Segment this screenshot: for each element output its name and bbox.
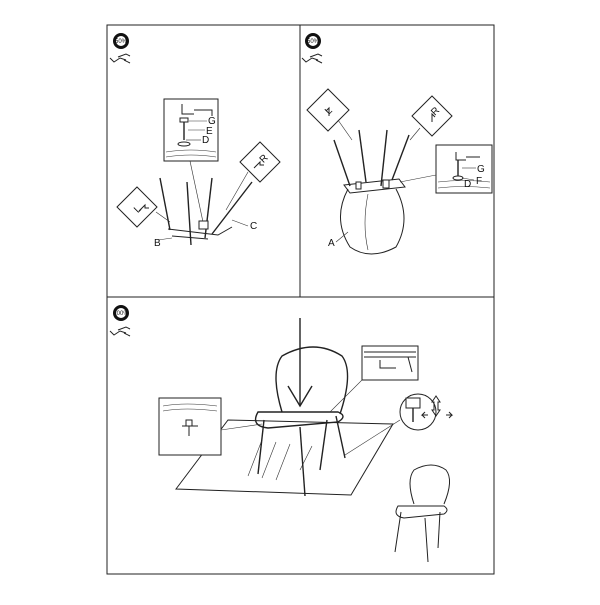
reference-chair bbox=[394, 464, 450, 563]
hand-wrench-icon bbox=[109, 53, 131, 64]
part-label-d: D bbox=[464, 179, 471, 190]
right-leg-tag: R bbox=[411, 95, 453, 137]
hand-wrench-icon bbox=[109, 326, 131, 337]
panel-1: 50% G E D bbox=[109, 33, 281, 249]
left-leg-tag: L bbox=[116, 186, 158, 228]
left-detail-inset bbox=[158, 397, 222, 456]
panel-2: 50% L R bbox=[301, 33, 493, 255]
assembled-chair bbox=[254, 346, 349, 497]
bolt-detail-inset: G E D bbox=[163, 98, 219, 162]
hand-wrench-icon bbox=[301, 53, 323, 64]
tighten-percent-label: 50% bbox=[115, 39, 128, 45]
part-label-b: B bbox=[154, 238, 161, 249]
tighten-percent-icon: 50% bbox=[113, 33, 129, 49]
right-leg-tag: R bbox=[239, 141, 281, 183]
part-label-f: F bbox=[476, 176, 482, 187]
floor-glide-inset bbox=[399, 393, 454, 431]
tighten-percent-label: 100% bbox=[113, 311, 129, 317]
leg-frame bbox=[159, 177, 253, 246]
press-down-arrow bbox=[287, 318, 313, 408]
top-detail-inset bbox=[361, 345, 419, 381]
part-label-d: D bbox=[202, 135, 209, 146]
part-label-c: C bbox=[250, 221, 257, 232]
bolt-detail-inset: G F D bbox=[435, 144, 493, 194]
tighten-percent-icon: 50% bbox=[305, 33, 321, 49]
left-leg-tag: L bbox=[306, 88, 350, 132]
floor-shading bbox=[247, 439, 313, 481]
tighten-percent-icon: 100% bbox=[113, 305, 129, 321]
part-label-a: A bbox=[328, 238, 335, 249]
part-label-e: E bbox=[206, 126, 213, 137]
panel-3-frame bbox=[106, 296, 495, 575]
chair-upside-down bbox=[333, 129, 410, 255]
part-label-g: G bbox=[477, 164, 485, 175]
tighten-percent-label: 50% bbox=[307, 39, 320, 45]
part-label-g: G bbox=[208, 116, 216, 127]
panel-3: 100% bbox=[109, 305, 454, 563]
